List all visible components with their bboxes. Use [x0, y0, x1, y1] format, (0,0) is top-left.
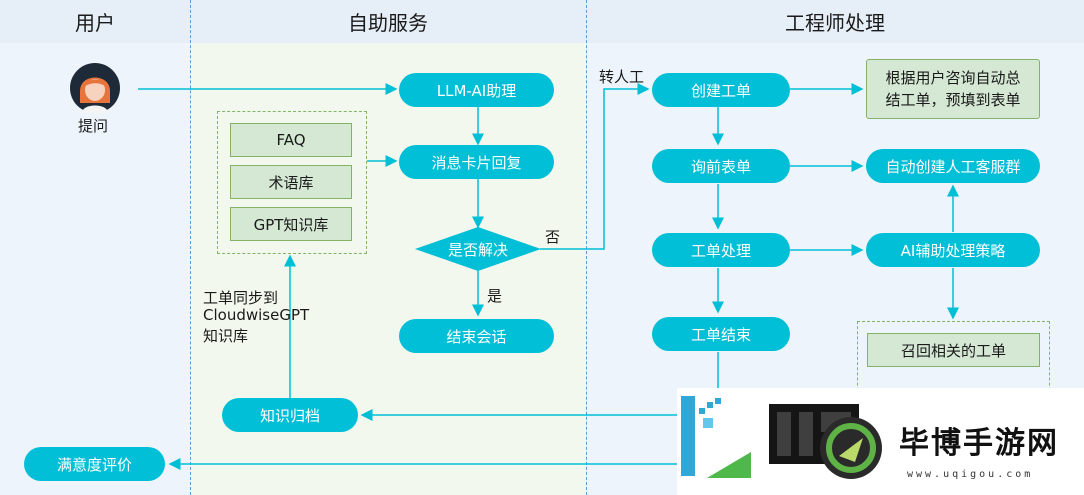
end-session-node[interactable]: 结束会话	[399, 319, 554, 353]
knowledge-source-glossary[interactable]: 术语库	[230, 165, 352, 199]
satisfaction-node[interactable]: 满意度评价	[24, 447, 165, 481]
user-avatar-icon	[70, 63, 120, 113]
knowledge-source-faq[interactable]: FAQ	[230, 123, 352, 157]
watermark-logo-icon	[681, 396, 751, 478]
pre-form-node[interactable]: 询前表单	[652, 149, 790, 183]
ticket-end-node[interactable]: 工单结束	[652, 317, 790, 351]
watermark-overlay: 毕博手游网 www.uqigou.com	[677, 388, 1084, 495]
auto-summary-node[interactable]: 根据用户咨询自动总 结工单，预填到表单	[866, 59, 1040, 119]
lane-header-user: 用户	[0, 0, 190, 43]
yes-label: 是	[487, 287, 503, 305]
watermark-name: 毕博手游网	[899, 426, 1059, 461]
auto-summary-line-2: 结工单，预填到表单	[885, 91, 1021, 109]
ticket-process-node[interactable]: 工单处理	[652, 233, 790, 267]
decision-node[interactable]	[415, 227, 541, 271]
recall-tickets-node[interactable]: 召回相关的工单	[867, 333, 1040, 367]
no-label: 否	[545, 228, 561, 246]
create-ticket-node[interactable]: 创建工单	[652, 73, 790, 107]
auto-group-node[interactable]: 自动创建人工客服群	[866, 149, 1040, 183]
lane-header-engineer: 工程师处理	[586, 0, 1084, 43]
decision-label: 是否解决	[447, 241, 508, 259]
message-card-node[interactable]: 消息卡片回复	[399, 145, 554, 179]
user-caption: 提问	[78, 117, 109, 135]
sync-note-line-3: 知识库	[203, 327, 249, 345]
sync-note-line-2: CloudwiseGPT	[203, 306, 310, 324]
llm-assistant-node[interactable]: LLM-AI助理	[399, 73, 554, 107]
auto-summary-line-1: 根据用户咨询自动总	[885, 69, 1021, 87]
user-avatar	[70, 63, 120, 113]
lane-title-self-service: 自助服务	[348, 11, 428, 35]
ai-strategy-node[interactable]: AI辅助处理策略	[866, 233, 1040, 267]
lane-header-self-service: 自助服务	[190, 0, 586, 43]
lane-title-user: 用户	[75, 11, 115, 35]
watermark-url: www.uqigou.com	[907, 469, 1034, 480]
knowledge-source-gpt[interactable]: GPT知识库	[230, 207, 352, 241]
knowledge-archive-node[interactable]: 知识归档	[222, 398, 358, 432]
lane-divider-2	[586, 0, 587, 495]
lane-title-engineer: 工程师处理	[785, 11, 885, 35]
sync-note-line-1: 工单同步到	[203, 289, 279, 307]
lane-divider-1	[190, 0, 191, 495]
knowledge-sources-group	[217, 111, 367, 254]
transfer-label: 转人工	[599, 68, 645, 86]
watermark-circle-logo-icon	[820, 417, 882, 479]
